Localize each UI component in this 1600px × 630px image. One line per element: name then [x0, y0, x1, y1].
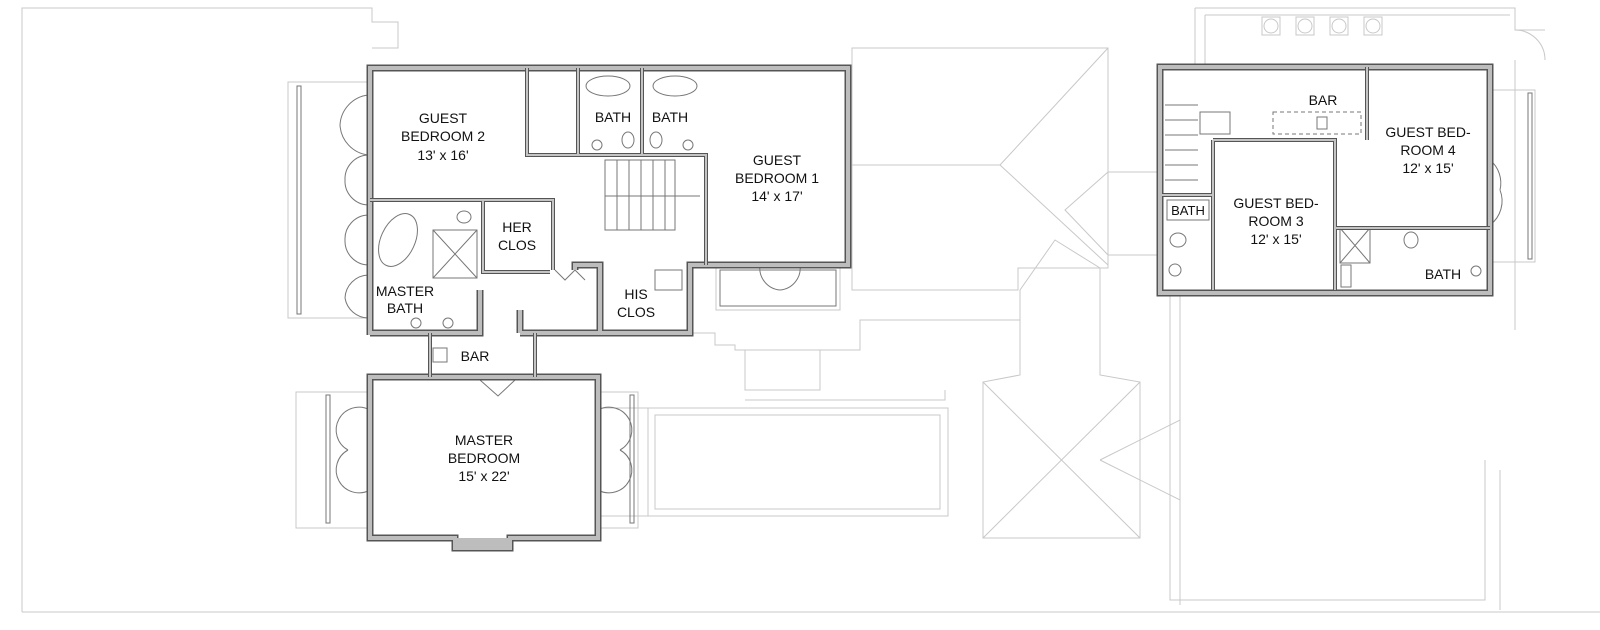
- room-name: HER: [502, 219, 532, 235]
- room-bath-guest-3: BATH: [1171, 203, 1205, 218]
- site-outline: [21, 7, 1600, 613]
- room-size: 14' x 17': [751, 188, 802, 204]
- room-bath-guest-4: BATH: [1425, 266, 1461, 282]
- roof-lines: [598, 47, 1181, 539]
- room-size: 12' x 15': [1250, 231, 1301, 247]
- room-size: 13' x 16': [417, 147, 468, 163]
- room-master-bedroom: MASTER BEDROOM 15' x 22': [448, 432, 520, 484]
- room-master-bath: MASTER BATH: [376, 283, 434, 316]
- room-name: BEDROOM: [448, 450, 520, 466]
- room-guest-bedroom-3: GUEST BED- ROOM 3 12' x 15': [1233, 195, 1319, 247]
- room-size: 15' x 22': [458, 468, 509, 484]
- room-name: GUEST BED-: [1385, 124, 1471, 140]
- room-size: 12' x 15': [1402, 160, 1453, 176]
- room-bath-b: BATH: [652, 109, 688, 125]
- room-name: BATH: [387, 300, 423, 316]
- fixtures: [378, 75, 1482, 363]
- room-name: HIS: [624, 286, 647, 302]
- room-name: MASTER: [376, 283, 434, 299]
- room-name: CLOS: [617, 304, 655, 320]
- room-name: BEDROOM 2: [401, 128, 485, 144]
- walls: [366, 63, 1494, 552]
- room-name: CLOS: [498, 237, 536, 253]
- room-guest-bedroom-1: GUEST BEDROOM 1 14' x 17': [735, 152, 819, 204]
- room-bath-a: BATH: [595, 109, 631, 125]
- room-name: ROOM 4: [1400, 142, 1455, 158]
- room-name: GUEST: [419, 110, 468, 126]
- room-guest-bedroom-2: GUEST BEDROOM 2 13' x 16': [401, 110, 485, 163]
- room-bar-main: BAR: [461, 348, 490, 364]
- room-name: GUEST: [753, 152, 802, 168]
- room-bar-guest: BAR: [1309, 92, 1338, 108]
- room-name: MASTER: [455, 432, 513, 448]
- room-name: ROOM 3: [1248, 213, 1303, 229]
- skylights: [1261, 16, 1383, 36]
- room-guest-bedroom-4: GUEST BED- ROOM 4 12' x 15': [1385, 124, 1471, 176]
- room-name: GUEST BED-: [1233, 195, 1319, 211]
- room-name: BEDROOM 1: [735, 170, 819, 186]
- room-his-closet: HIS CLOS: [617, 286, 655, 320]
- room-her-closet: HER CLOS: [498, 219, 536, 253]
